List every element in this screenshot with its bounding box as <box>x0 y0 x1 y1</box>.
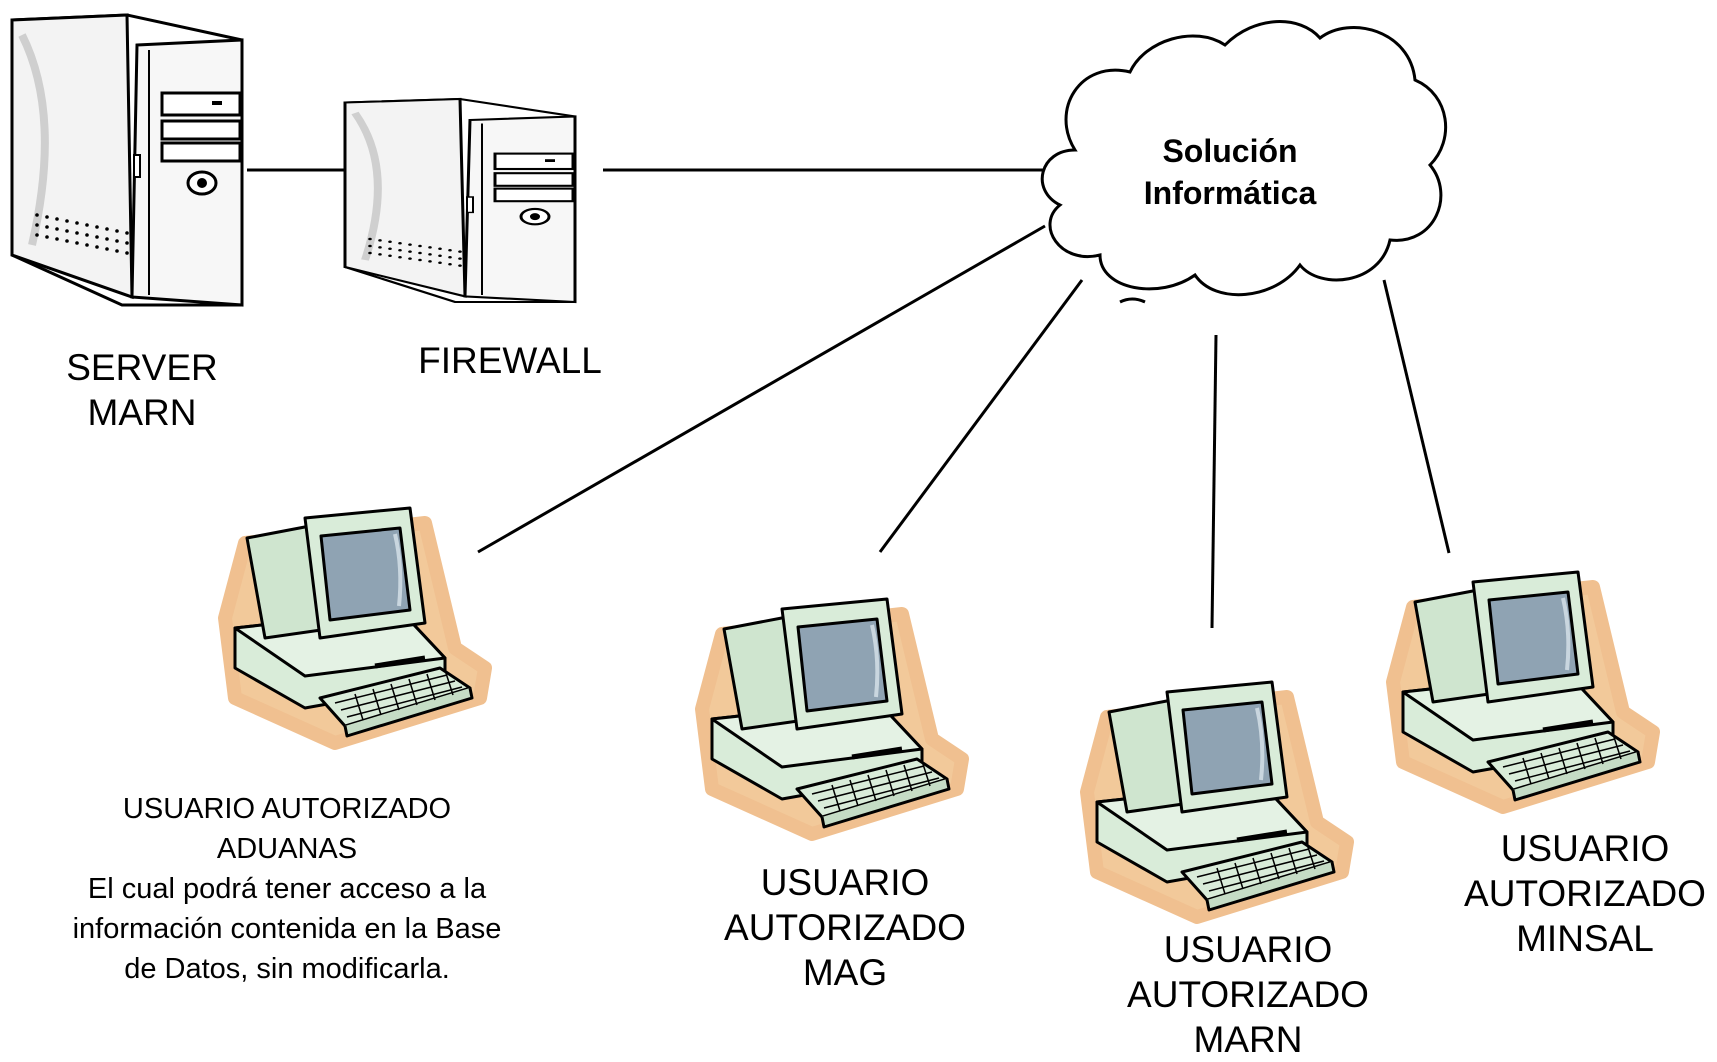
firewall-label-text: FIREWALL <box>418 340 602 381</box>
marn-line1: USUARIO <box>1163 929 1333 970</box>
firewall-label: FIREWALL <box>410 338 610 383</box>
aduanas-line3: El cual podrá tener acceso a la <box>87 873 487 905</box>
marn-line3: MARN <box>1193 1019 1303 1060</box>
mag-line2: AUTORIZADO <box>724 907 966 948</box>
computer-icon <box>225 508 485 743</box>
firewall-tower-icon <box>345 99 575 302</box>
server-tower-icon <box>12 15 242 305</box>
cloud-icon <box>1040 20 1447 297</box>
minsal-line3: MINSAL <box>1516 918 1654 959</box>
aduanas-line1: USUARIO AUTORIZADO <box>122 793 452 825</box>
aduanas-line4: información contenida en la Base <box>72 913 502 945</box>
computer-icon <box>1087 682 1347 917</box>
aduanas-label: USUARIO AUTORIZADO ADUANAS El cual podrá… <box>37 789 537 989</box>
mag-line3: MAG <box>802 952 888 993</box>
link-cloud-mag <box>878 279 1084 553</box>
marn-label: USUARIO AUTORIZADO MARN <box>1108 927 1388 1062</box>
minsal-label: USUARIO AUTORIZADO MINSAL <box>1445 826 1717 961</box>
minsal-line2: AUTORIZADO <box>1464 873 1706 914</box>
connection-lines <box>247 168 1451 629</box>
server-label: SERVER MARN <box>42 345 242 435</box>
mag-label: USUARIO AUTORIZADO MAG <box>705 860 985 995</box>
cloud-label: Solución Informática <box>1130 130 1330 214</box>
aduanas-line2: ADUANAS <box>216 833 358 865</box>
aduanas-line5: de Datos, sin modificarla. <box>124 953 450 985</box>
link-cloud-marn <box>1210 334 1218 629</box>
server-label-line2: MARN <box>87 392 197 433</box>
server-label-line1: SERVER <box>66 347 218 388</box>
marn-line2: AUTORIZADO <box>1127 974 1369 1015</box>
mag-line1: USUARIO <box>760 862 930 903</box>
cloud-label-line1: Solución <box>1162 133 1298 169</box>
computer-icon <box>702 599 962 834</box>
link-cloud-minsal <box>1382 279 1451 554</box>
computer-icon <box>1393 572 1653 807</box>
link-cloud-aduanas <box>477 224 1046 554</box>
minsal-line1: USUARIO <box>1500 828 1670 869</box>
cloud-label-line2: Informática <box>1143 175 1317 211</box>
